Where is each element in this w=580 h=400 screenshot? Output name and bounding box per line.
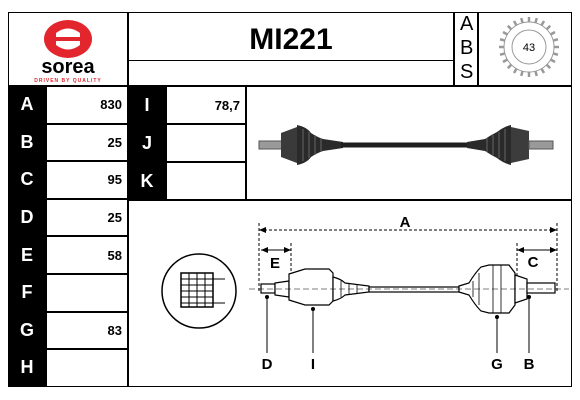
abs-ring-tooth <box>550 30 556 36</box>
label-d: D <box>262 356 273 373</box>
dimension-value-a: 830 <box>46 86 128 124</box>
dimension-label-e: E <box>8 236 46 274</box>
label-i: I <box>311 356 315 373</box>
abs-letter-s: S <box>460 61 474 83</box>
abs-ring-tooth <box>534 70 538 77</box>
logo-cell: sorea DRIVEN BY QUALITY <box>8 12 128 86</box>
label-g: G <box>491 356 503 373</box>
abs-ring-tooth <box>506 63 513 70</box>
sorea-logo-mark <box>44 20 92 58</box>
abs-ring-tooth <box>502 30 508 36</box>
abs-letters-cell: A B S <box>454 12 478 86</box>
abs-ring-tooth <box>499 52 506 56</box>
label-c: C <box>528 254 539 271</box>
sorea-logo: sorea DRIVEN BY QUALITY <box>34 20 101 84</box>
abs-letter-a: A <box>460 13 474 35</box>
dimension-value-d: 25 <box>46 198 128 237</box>
product-photo-cell <box>246 86 572 200</box>
dimension-diagram: A E C <box>161 214 569 373</box>
dimension-value-k <box>166 162 246 200</box>
dimension-label-g: G <box>8 311 46 350</box>
abs-ring-tooth <box>512 20 518 26</box>
dimension-label-b: B <box>8 123 46 162</box>
label-a: A <box>400 214 411 231</box>
abs-ring-tooth <box>534 17 538 24</box>
drive-shaft-photo <box>258 125 554 165</box>
title-divider <box>128 60 454 61</box>
dimension-value-f <box>46 274 128 312</box>
abs-teeth-count: 43 <box>523 42 535 54</box>
dimension-value-j <box>166 124 246 162</box>
abs-ring-tooth <box>540 68 546 74</box>
abs-ring-cell: 43 <box>478 12 572 86</box>
dimension-value-b: 25 <box>46 123 128 162</box>
dimension-value-i: 78,7 <box>166 86 246 124</box>
dimension-label-f: F <box>8 274 46 312</box>
dimension-diagram-cell: A E C <box>128 200 572 387</box>
abs-ring-tooth <box>550 58 556 64</box>
abs-ring-tooth <box>540 20 546 26</box>
abs-ring-tooth <box>512 68 518 74</box>
label-e: E <box>270 255 280 272</box>
dimension-label-h: H <box>8 349 46 387</box>
dimension-value-h <box>46 349 128 387</box>
abs-ring-tooth <box>502 58 508 64</box>
abs-ring-tooth <box>520 17 524 24</box>
brand-tagline: DRIVEN BY QUALITY <box>34 78 101 84</box>
dimension-label-c: C <box>8 161 46 199</box>
dimension-label-i: I <box>128 86 166 124</box>
abs-ring-tooth <box>499 38 506 42</box>
dimension-label-a: A <box>8 86 46 124</box>
brand-name: sorea <box>41 56 95 78</box>
abs-ring-icon: 43 <box>499 17 559 77</box>
label-b: B <box>524 356 535 373</box>
dimension-label-d: D <box>8 198 46 237</box>
part-number-cell: MI221 <box>128 12 454 86</box>
dimension-label-k: K <box>128 162 166 200</box>
dimension-label-j: J <box>128 124 166 162</box>
abs-ring-tooth <box>552 52 559 56</box>
dimension-value-c: 95 <box>46 161 128 199</box>
abs-ring-tooth <box>552 38 559 42</box>
abs-letter-b: B <box>460 37 474 59</box>
dimension-value-e: 58 <box>46 236 128 274</box>
dimension-value-g: 83 <box>46 311 128 350</box>
abs-ring-tooth <box>520 70 524 77</box>
abs-ring-tooth <box>545 24 552 31</box>
abs-ring-tooth <box>506 24 513 31</box>
part-number: MI221 <box>249 23 333 56</box>
abs-ring-tooth <box>545 63 552 70</box>
